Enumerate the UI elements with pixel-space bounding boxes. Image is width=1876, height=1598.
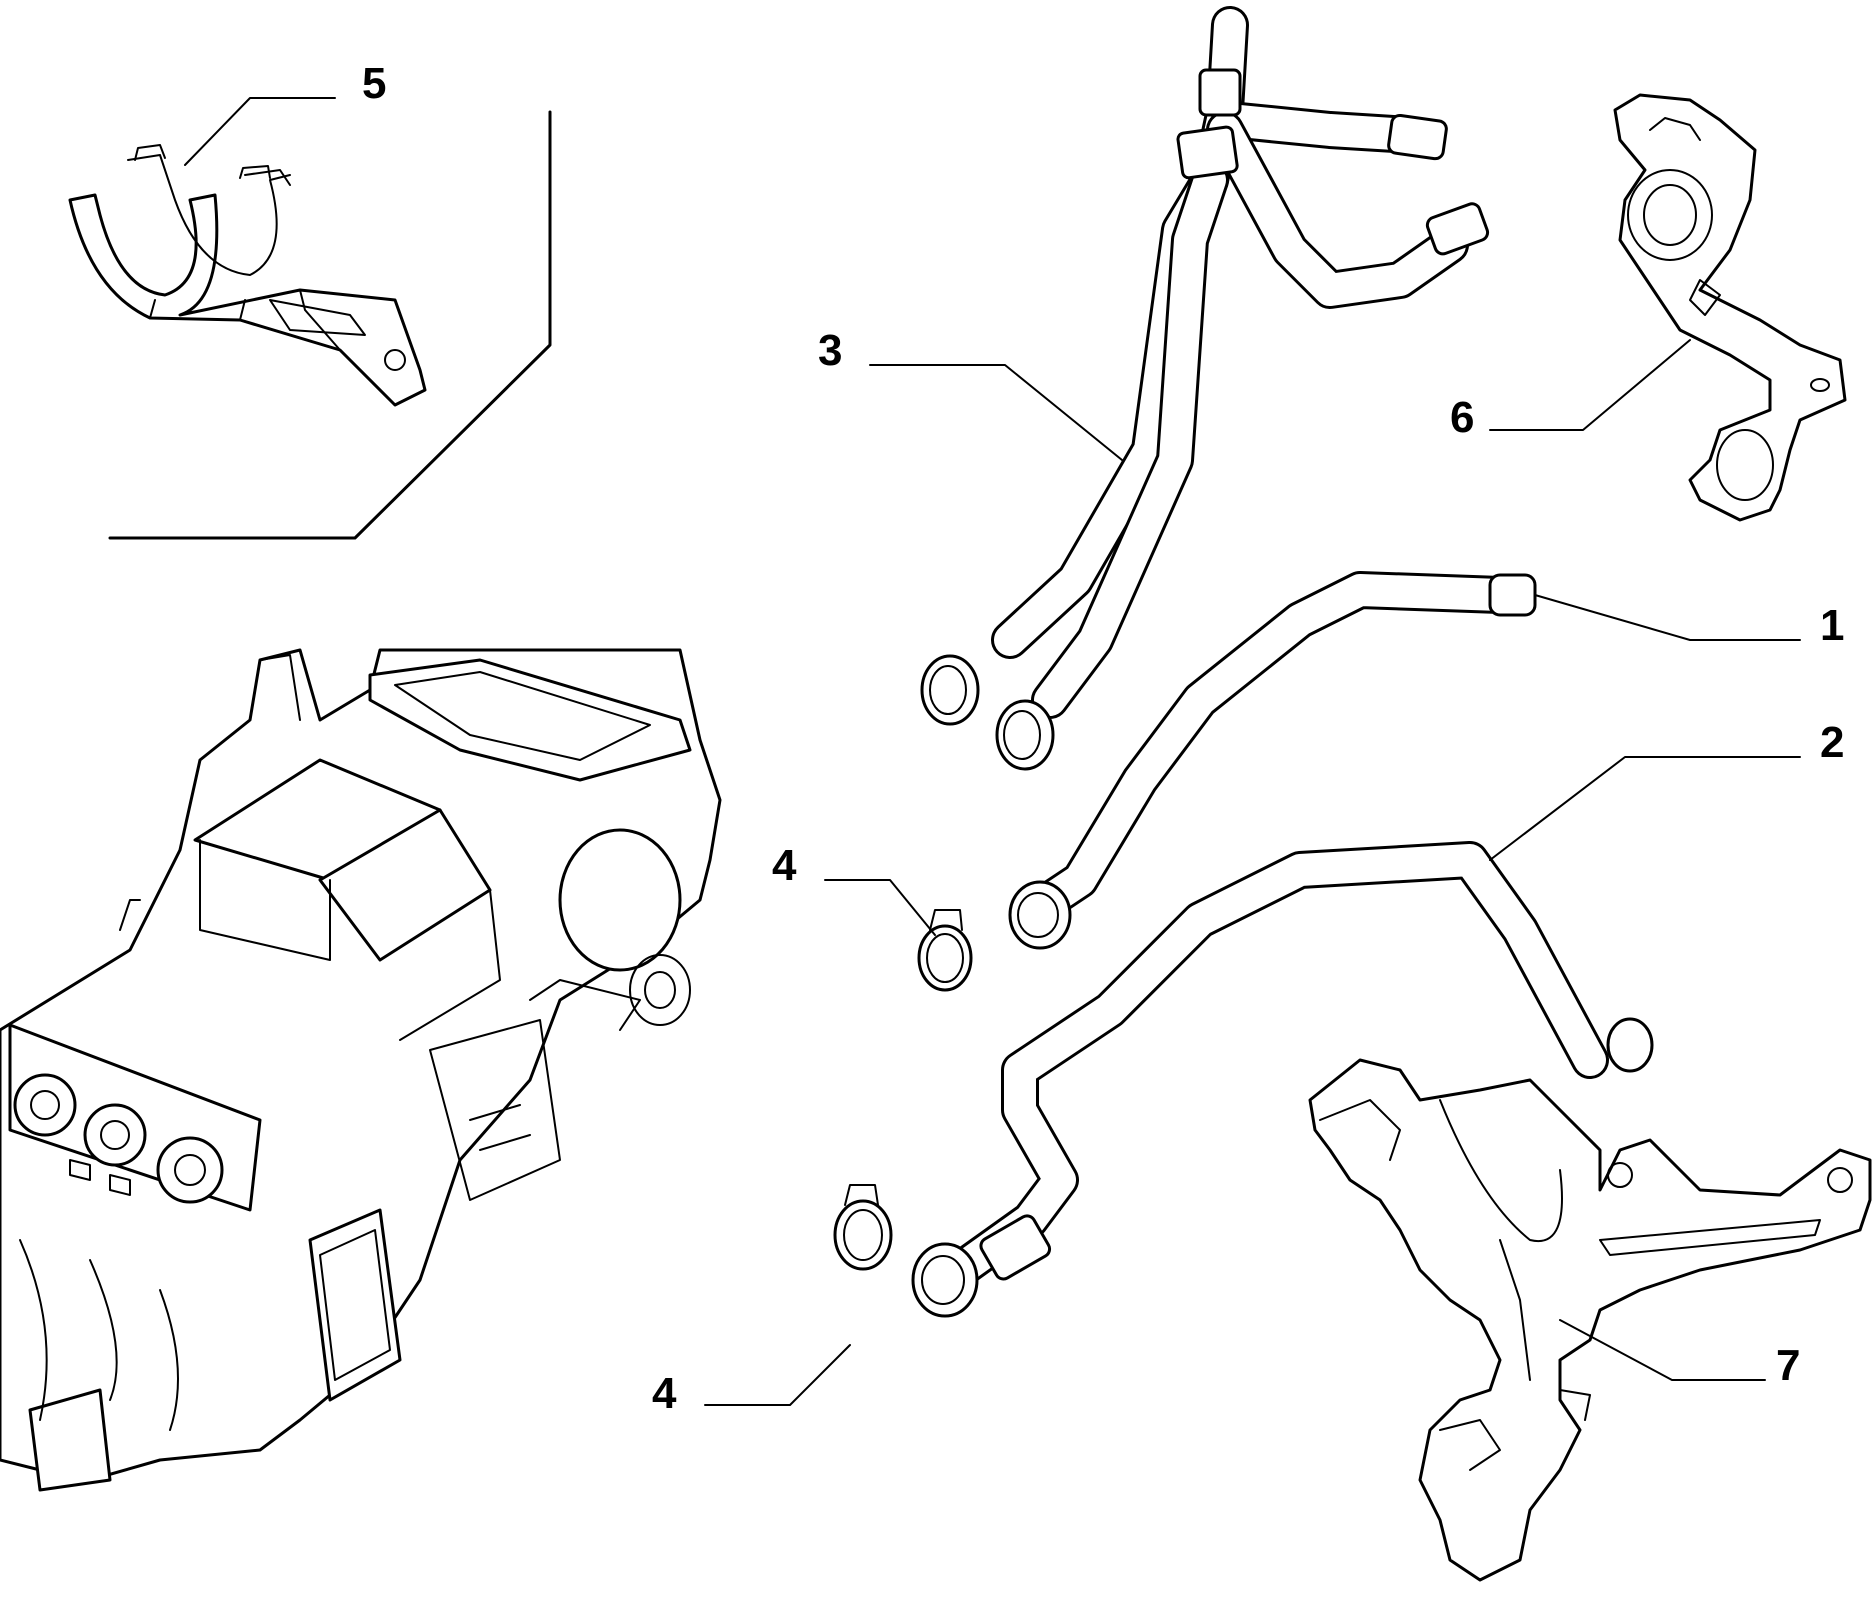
leader-line-2 xyxy=(1489,756,1801,861)
callout-7: 7 xyxy=(1776,1341,1800,1390)
part-3-twin-hose xyxy=(920,6,1490,771)
part-7-bracket xyxy=(1308,1058,1872,1582)
callout-5: 5 xyxy=(362,59,386,108)
part-5-bracket xyxy=(68,144,427,407)
callout-4-upper: 4 xyxy=(772,841,797,890)
part-2-hose xyxy=(911,841,1654,1318)
callout-2: 2 xyxy=(1820,718,1844,767)
part-1-hose xyxy=(1008,571,1537,950)
leader-line-5 xyxy=(184,97,336,166)
leader-line-1 xyxy=(1534,594,1801,641)
callout-3: 3 xyxy=(818,326,842,375)
inset-frame-line xyxy=(108,110,552,540)
leader-line-7 xyxy=(1559,1319,1766,1381)
part-4-clamp-upper xyxy=(917,909,973,992)
callout-4-lower: 4 xyxy=(652,1369,677,1418)
part-4-clamp-lower xyxy=(833,1184,893,1271)
leader-line-3 xyxy=(869,364,1123,461)
leader-line-4a xyxy=(824,879,936,936)
callout-1: 1 xyxy=(1820,601,1844,650)
leader-line-6 xyxy=(1489,339,1691,431)
hvac-heater-unit xyxy=(0,648,722,1492)
part-6-bracket xyxy=(1613,93,1847,522)
leader-line-4b xyxy=(704,1344,851,1406)
callout-6: 6 xyxy=(1450,393,1474,442)
